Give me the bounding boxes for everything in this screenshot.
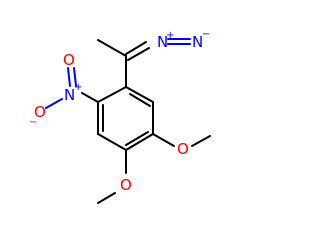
atom-diazo-n1: N [157,33,168,51]
atom-methoxy-o-right: O [177,140,189,158]
bond-ring-to-nitro [81,92,99,103]
atom-diazo-n2: N [192,33,203,51]
bond-lines [81,39,211,204]
chemical-structure: N + N − N + O O − O O [29,29,211,204]
ring-bond-c3-c4-inner [125,131,149,146]
ring-bond-c6-c1 [97,86,127,103]
heteroatom-bonds [45,38,191,109]
bond-c-n-double-1 [125,41,147,55]
bond-diazo-carbon-methyl [97,39,127,57]
bond-methoxy-right-methyl [191,135,211,147]
ring-bond-c3-c4 [125,133,154,151]
bond-methoxy-bottom-methyl [97,192,116,204]
atom-nitro-n: N [64,86,75,104]
atom-nitro-o-top: O [63,51,75,69]
bond-nitro-n-o-top-2 [73,67,77,87]
charge-diazo-n2: − [202,29,210,40]
ring-bond-c1-c2 [125,86,154,103]
bond-ring-to-methoxy-right [152,133,175,147]
atom-nitro-o-left: O [34,103,46,121]
bond-c-n-double-2 [127,47,150,61]
bond-nitro-n-o-top-1 [67,67,71,87]
atom-labels: N + N − N + O O − O O [29,29,210,194]
charge-nitro-n: + [74,82,82,93]
charge-nitro-o-left: − [29,117,37,128]
atom-methoxy-o-bottom: O [120,176,132,194]
ring-bond-c4-c5 [97,133,127,151]
charge-diazo-n1: + [166,30,174,41]
ring-bond-c1-c2-inner [129,93,151,107]
bond-nitro-n-o-left [45,98,63,109]
